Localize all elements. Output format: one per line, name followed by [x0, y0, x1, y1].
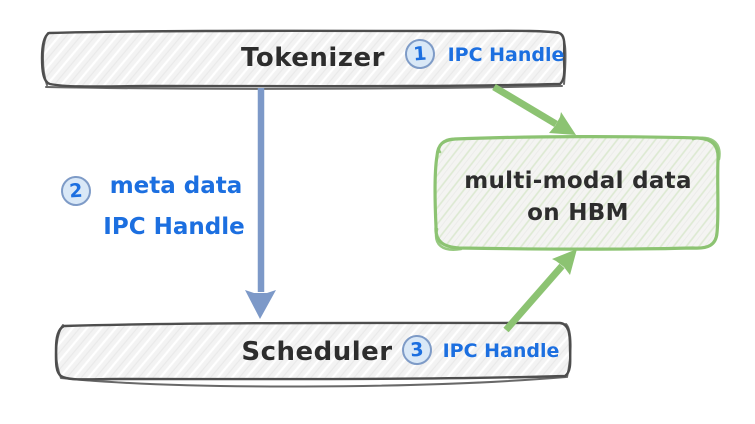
step3-label: IPC Handle	[442, 340, 560, 362]
hbm-box	[433, 135, 721, 251]
green-arrow-1-head	[549, 112, 576, 135]
tokenizer-box-shape	[40, 29, 566, 88]
arrow-tokenizer-to-hbm	[492, 83, 576, 135]
tokenizer-box	[40, 29, 567, 90]
arrow-scheduler-to-hbm	[503, 249, 577, 333]
hbm-box-sketch-stroke	[434, 136, 721, 251]
hbm-box-shape	[433, 135, 720, 251]
scheduler-label: Scheduler	[241, 337, 393, 367]
arrow-tokenizer-to-scheduler	[245, 88, 276, 319]
scheduler-box-sketch-stroke	[55, 323, 572, 388]
green-arrow-2-head	[552, 249, 577, 275]
hbm-label-line2: on HBM	[527, 200, 629, 226]
blue-arrow-head	[245, 290, 276, 319]
step1-label: IPC Handle	[447, 44, 565, 66]
scheduler-box	[54, 321, 572, 388]
step2-label-line2: IPC Handle	[103, 214, 245, 240]
step2-label-line1: meta data	[109, 173, 243, 199]
green-arrow-1-shaft	[492, 83, 558, 128]
hbm-label-line1: multi-modal data	[464, 168, 692, 194]
green-arrow-2-shaft	[503, 263, 565, 333]
tokenizer-label: Tokenizer	[241, 43, 385, 73]
